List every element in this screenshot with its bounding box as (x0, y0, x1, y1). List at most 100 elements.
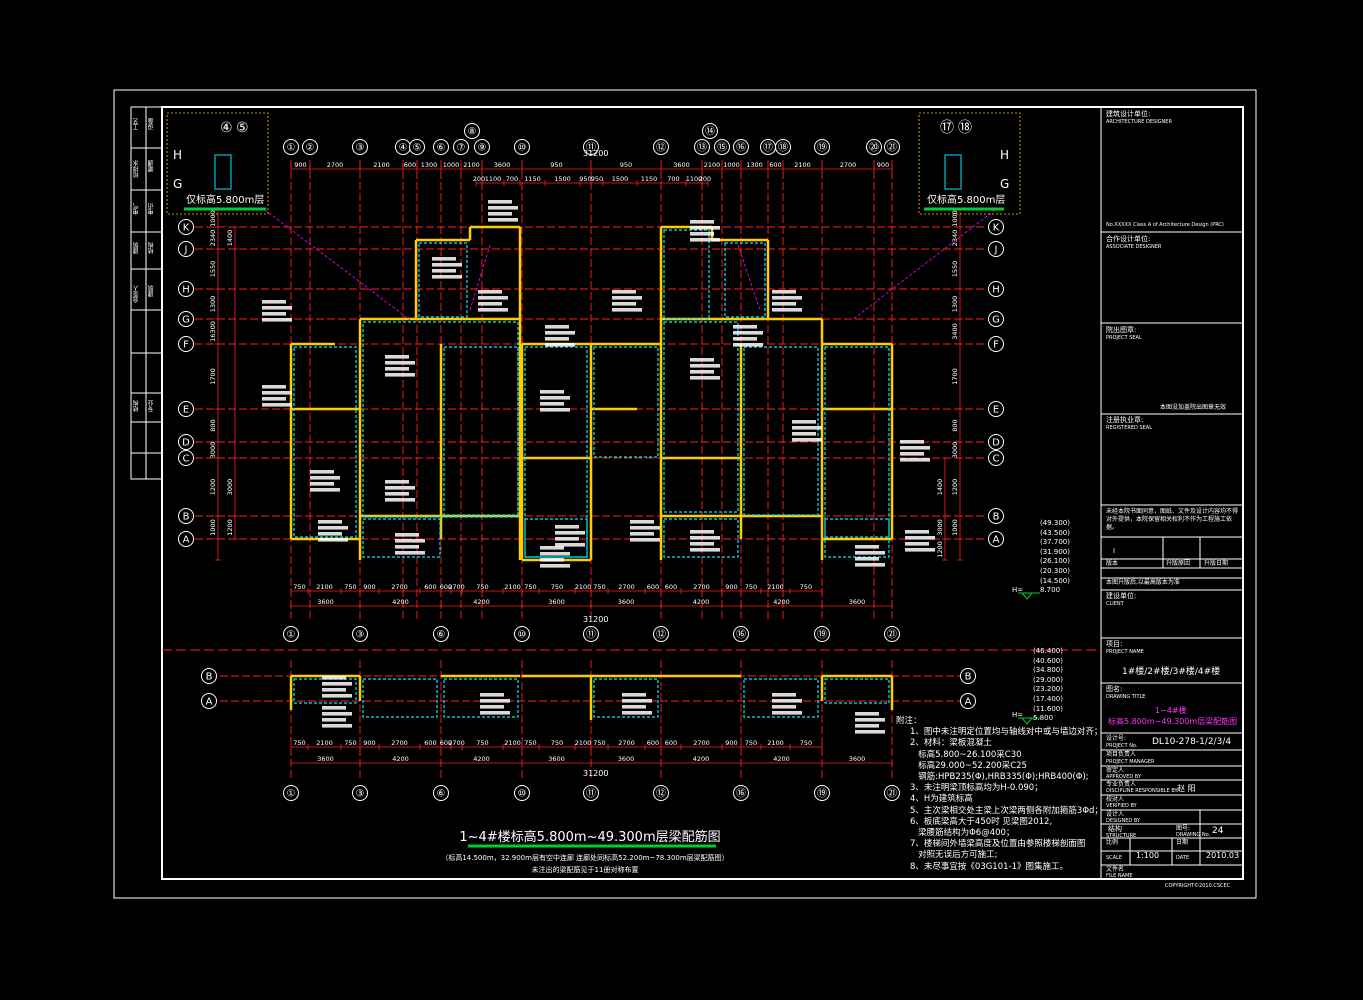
beam-annotation-line (690, 376, 720, 380)
beam-annotation-line (555, 531, 585, 535)
beam-annotation-line (480, 699, 510, 703)
axis-bubble-bottom: ⑲ (814, 626, 830, 642)
seal-label: 院出图章: (1106, 326, 1137, 334)
beam-annotation-line (733, 331, 763, 335)
column-outline-lower (443, 678, 519, 718)
axis-bubble-left-text: B (183, 512, 190, 523)
dim-bottom1-label: 2100 (575, 583, 592, 591)
axis-bubble-right: K (988, 219, 1004, 235)
axis-bubble-left-text: A (183, 535, 190, 546)
columns (293, 229, 890, 718)
inset-right-axis-G: G (1000, 177, 1010, 191)
axis-bubble-right-circle (988, 401, 1004, 417)
dim-lower1-label: 900 (363, 739, 375, 747)
axis-bubble-top: ⑲ (814, 139, 830, 155)
elevation-list-upper: (49.300)(43.500)(37.700)(31.900)(26.100)… (1040, 519, 1070, 596)
axis-bubble-bottom-lower-text: ⑥ (437, 789, 446, 800)
dim-lower1-label: 750 (293, 739, 305, 747)
side-strip-label: 给排水 (133, 160, 140, 178)
collab-label: 合作设计单位: (1106, 235, 1151, 243)
axis-bubble-top-extra-text: ⑧ (468, 127, 477, 138)
axis-bubble-top-extra: ⑧ (464, 123, 480, 139)
note-item: 钢筋:HPB235(Φ),HRB335(Φ);HRB400(Φ); (910, 772, 1089, 783)
beam-annotation-line (385, 367, 409, 371)
beam-annotation-line (432, 263, 462, 267)
drawing-title: 1~4#楼标高5.800m~49.300m层梁配筋图 (459, 830, 721, 845)
axis-bubble-right-circle (988, 281, 1004, 297)
axis-bubble-bottom-lower-text: ⑫ (656, 788, 666, 800)
axis-bubble-top-circle (884, 139, 900, 155)
beam-annotation-line (395, 545, 419, 549)
project-value: 1#楼/2#楼/3#楼/4#楼 (1122, 667, 1221, 677)
axis-bubble-left: A (178, 531, 194, 547)
dim-bottom2-label: 3600 (317, 598, 334, 606)
note-item: 8、未尽事宜按《03G101-1》图集施工。 (910, 861, 1069, 872)
mgr-label: 项目负责人 (1106, 751, 1137, 758)
axis-bubble-left: H (178, 281, 194, 297)
axis-bubble-right-text: H (992, 285, 1000, 296)
dim-right-label: 3400 (951, 323, 959, 340)
axis-bubble-bottom-circle (352, 626, 368, 642)
beam-annotation-line (772, 308, 802, 312)
beam-annotation-line (385, 492, 409, 496)
beam-annotation-line (395, 533, 419, 537)
axis-bubble-top-circle (283, 139, 299, 155)
beam-annotation-line (478, 296, 508, 300)
axis-bubble-bottom-lower-circle (814, 785, 830, 801)
scale-en: SCALE (1106, 855, 1123, 861)
note-item: 5、主次梁相交处主梁上次梁两侧各附加箍筋3Φd； (910, 805, 1103, 816)
beam-annotation-line (318, 532, 342, 536)
axis-bubble-top: ⑱ (775, 139, 791, 155)
dim-right-label: 1300 (951, 296, 959, 313)
dim-left-label: 3000 (209, 442, 217, 459)
axis-bubble-left-circle (178, 401, 194, 417)
beam-annotation-line (900, 452, 924, 456)
beam-annotation-line (792, 438, 822, 442)
reg-en: REGISTERED SEAL (1106, 425, 1152, 431)
beam-annotation-line (432, 257, 456, 261)
file-en: FILE NAME (1106, 873, 1133, 879)
axis-bubble-top-text: ⑨ (478, 143, 487, 154)
axis-bubble-right: B (988, 508, 1004, 524)
beam-annotation-line (478, 302, 502, 306)
beam-annotation-line (690, 530, 714, 534)
beam-annotation-line (855, 557, 879, 561)
axis-bubble-bottom-circle (814, 626, 830, 642)
axis-bubble-top-text: ③ (356, 143, 365, 154)
axis-bubble-right-text: G (992, 315, 1000, 326)
axis-bubble-right-text: C (993, 454, 1000, 465)
beam-annotation-line (262, 318, 292, 322)
dim-left2-label: 1200 (226, 519, 234, 536)
column-outline (824, 346, 890, 538)
inset-left-box (166, 112, 269, 215)
discipline-label: 专业负责人 (1106, 781, 1137, 788)
date-label: 日期 (1176, 839, 1189, 846)
dim-bottom1-label: 2100 (504, 583, 521, 591)
axis-bubble-bottom-circle (514, 626, 530, 642)
dim-top-label: 950 (620, 161, 632, 169)
dim-top2-label: 700 (506, 175, 518, 183)
beam-annotation-line (385, 480, 409, 484)
beam-annotation-line (478, 290, 502, 294)
design-label: 设计人 (1106, 811, 1125, 818)
dim-bottom1-label: 2700 (391, 583, 408, 591)
beam-annotation-line (772, 296, 802, 300)
axis-bubble-bottom: ⑩ (514, 626, 530, 642)
note-item: 标高29.000~52.200采C25 (910, 760, 1027, 771)
column-outline-lower (593, 678, 659, 718)
dim-lower1-label: 600 (647, 739, 659, 747)
dim-lower1-label: 2100 (504, 739, 521, 747)
axis-bubble-bottom: ⑯ (733, 626, 749, 642)
beam-annotation-line (772, 711, 802, 715)
dim-top2-label: 1100 (485, 175, 502, 183)
dim-lower1-label: 2100 (767, 739, 784, 747)
axis-bubble-top-text: ⑲ (817, 142, 827, 154)
axis-bubble-top-text: ⑮ (717, 142, 727, 154)
axis-bubble-left-text: F (183, 340, 189, 351)
dim-top-label: 1000 (723, 161, 740, 169)
beam-annotation-line (480, 711, 510, 715)
dim-left-label: 800 (209, 419, 217, 431)
beam-annotation-line (630, 532, 654, 536)
axis-bubble-top-circle (409, 139, 425, 155)
